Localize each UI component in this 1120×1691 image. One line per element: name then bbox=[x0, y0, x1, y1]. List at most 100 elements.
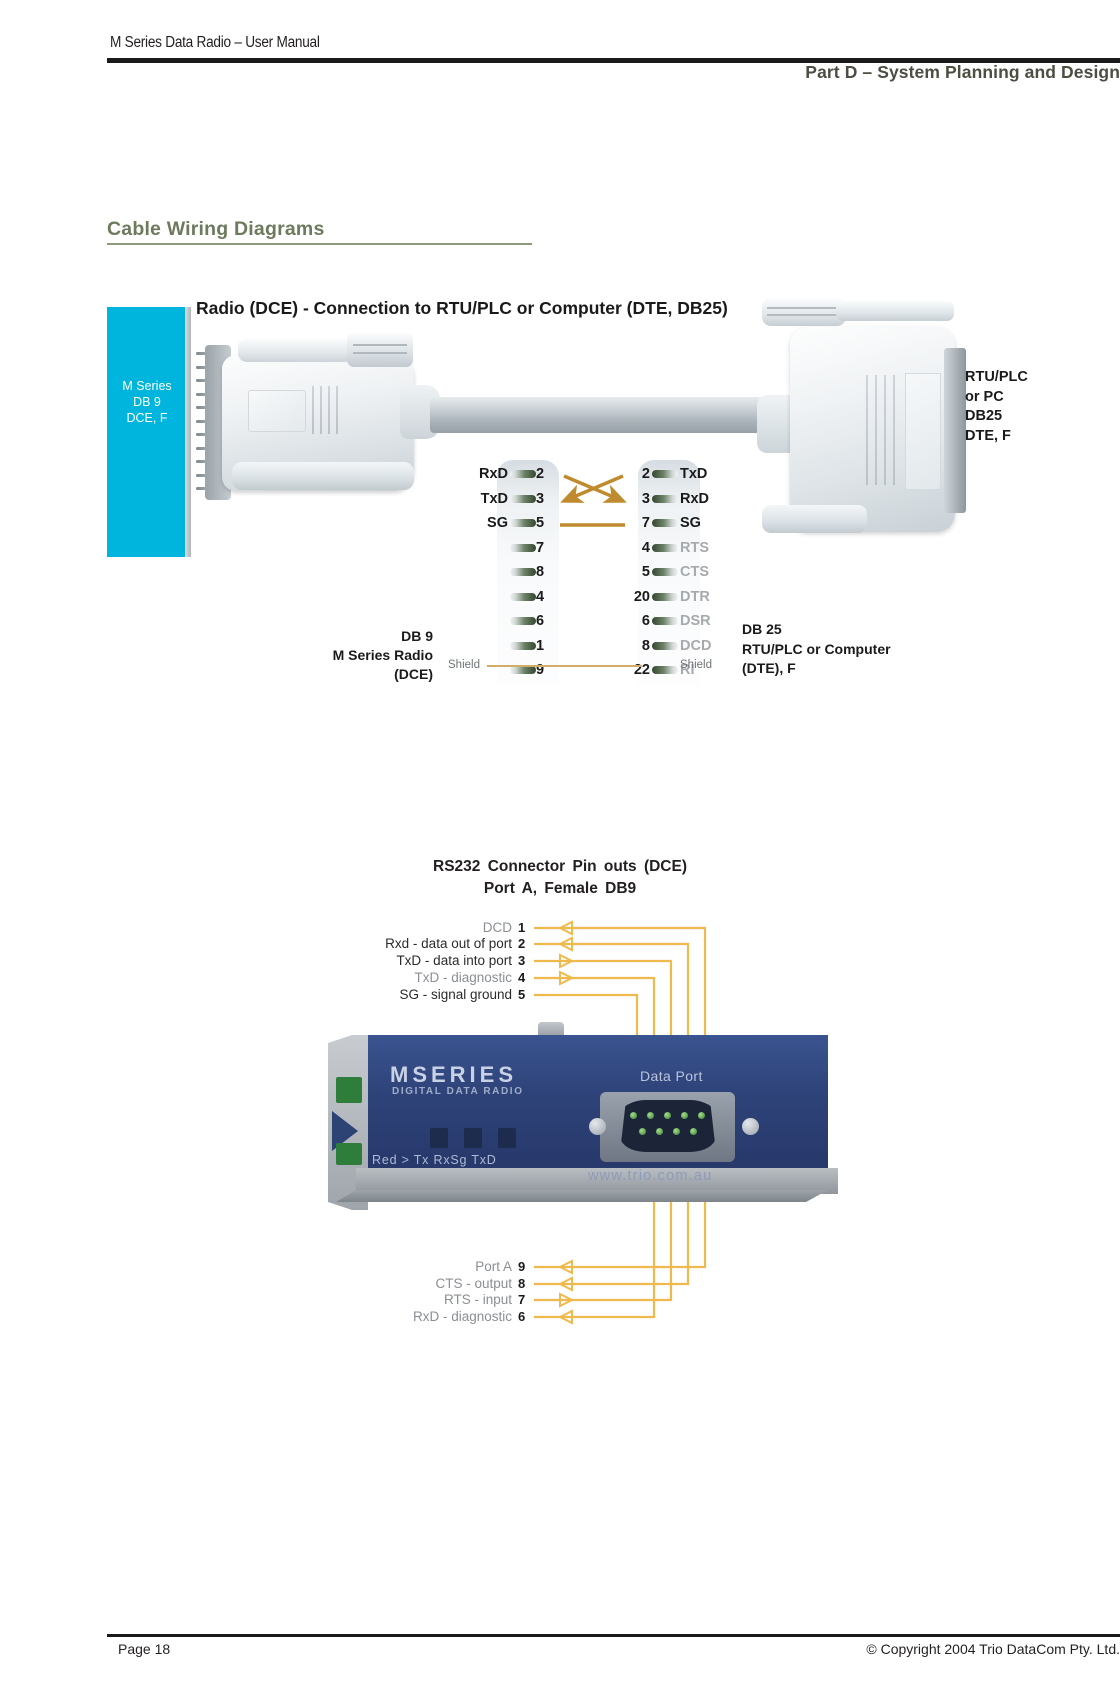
leader-arrow bbox=[557, 936, 573, 952]
diagram1-title: Radio (DCE) - Connection to RTU/PLC or C… bbox=[196, 298, 728, 318]
db9-pin-dot bbox=[639, 1128, 646, 1135]
pin-label-right: RI bbox=[680, 662, 695, 678]
panel-label-line-2: DB 9 bbox=[133, 395, 161, 409]
part-title: Part D – System Planning and Design bbox=[805, 62, 1120, 82]
caption-right-line-1: DB 25 bbox=[742, 621, 782, 637]
pin-label-right: RTS bbox=[680, 539, 709, 556]
db9-port-screw-left bbox=[589, 1118, 606, 1135]
crossover-wires bbox=[560, 474, 627, 527]
copyright-notice: © Copyright 2004 Trio DataCom Pty. Ltd. bbox=[866, 1641, 1120, 1657]
radio-green-terminal-bottom bbox=[336, 1143, 362, 1165]
db9-pin-dot bbox=[698, 1112, 705, 1119]
pin-socket-left bbox=[510, 641, 536, 650]
cable-wiring-diagram-db9-db25: Radio (DCE) - Connection to RTU/PLC or C… bbox=[0, 0, 1120, 720]
pin-number-left: 3 bbox=[536, 490, 545, 507]
shield-wire bbox=[487, 665, 642, 667]
pin-socket-left bbox=[510, 617, 536, 625]
right-device-line-1: RTU/PLC bbox=[965, 369, 1028, 385]
right-device-line-3: DB25 bbox=[965, 408, 1003, 424]
radio-green-terminal-top bbox=[336, 1077, 362, 1103]
db9-pin-dot bbox=[656, 1128, 663, 1135]
pin-socket-left bbox=[510, 494, 536, 503]
radio-brand-text: MSERIES bbox=[390, 1062, 518, 1087]
pin-label-right: DTR bbox=[680, 588, 710, 605]
caption-right-line-3: (DTE), F bbox=[742, 660, 796, 676]
pinout-label: CTS - output bbox=[435, 1276, 512, 1291]
pin-socket-left bbox=[510, 592, 536, 601]
pin-label-right: RxD bbox=[680, 490, 710, 507]
pinout-label: DCD bbox=[482, 920, 512, 935]
db9-pin-dot bbox=[690, 1128, 697, 1135]
db9-port-screw-right bbox=[742, 1118, 759, 1135]
pin-socket-right bbox=[652, 470, 678, 478]
db9-pin-dot bbox=[647, 1112, 654, 1119]
leader-arrow bbox=[557, 1309, 573, 1325]
m-series-radio-art bbox=[328, 1035, 838, 1210]
pin-number-left: 7 bbox=[536, 539, 545, 556]
pin-number-right: 6 bbox=[641, 613, 650, 629]
pin-number-right: 20 bbox=[633, 588, 650, 605]
db9-lower-barrel-art bbox=[232, 462, 414, 490]
pinout-pin-number: 4 bbox=[518, 970, 526, 985]
pin-label-right: TxD bbox=[680, 466, 708, 482]
db25-thumbscrew-bottom-art bbox=[762, 505, 867, 533]
pin-label-left: TxD bbox=[480, 490, 508, 507]
radio-url-text: www.trio.com.au bbox=[588, 1168, 713, 1184]
pinout-pin-number: 7 bbox=[518, 1292, 526, 1307]
pin-row: RxD 2 2 TxD bbox=[440, 463, 760, 485]
pin-socket-right bbox=[652, 543, 678, 552]
pin-socket-left bbox=[510, 666, 536, 674]
diagram1-caption-left: DB 9 M Series Radio (DCE) bbox=[300, 627, 433, 684]
pin-number-left: 1 bbox=[536, 637, 545, 654]
pin-socket-right bbox=[652, 568, 678, 576]
pinout-label: Port A bbox=[475, 1259, 512, 1274]
db9-pin-dot bbox=[681, 1112, 688, 1119]
pin-number-right: 2 bbox=[641, 466, 650, 482]
pin-number-right: 5 bbox=[641, 564, 650, 580]
pin-number-left: 5 bbox=[536, 515, 545, 531]
pin-label-right: SG bbox=[680, 515, 701, 531]
pinout-pin-number: 6 bbox=[518, 1309, 526, 1324]
footer-rule bbox=[107, 1634, 1120, 1637]
pin-socket-left bbox=[510, 519, 536, 527]
db25-face-art bbox=[944, 348, 966, 513]
radio-panel-block bbox=[107, 307, 187, 557]
db9-pin-dot bbox=[664, 1112, 671, 1119]
db25-screw-bar-art bbox=[836, 301, 954, 321]
pin-label-left: RxD bbox=[478, 466, 508, 482]
caption-left-line-1: DB 9 bbox=[401, 628, 433, 644]
pinout-label: SG - signal ground bbox=[399, 987, 512, 1002]
radio-body bbox=[356, 1035, 828, 1172]
leader-arrow bbox=[557, 1276, 573, 1292]
caption-left-line-3: (DCE) bbox=[394, 666, 433, 682]
manual-running-title: M Series Data Radio – User Manual bbox=[110, 34, 320, 51]
radio-panel-label: M Series DB 9 DCE, F bbox=[107, 378, 187, 426]
db9-port-face-art bbox=[620, 1100, 716, 1152]
page-number: Page 18 bbox=[118, 1641, 171, 1657]
pin-number-left: 2 bbox=[536, 466, 545, 482]
pin-socket-right bbox=[652, 592, 678, 601]
radio-antenna-stub-art bbox=[538, 1022, 564, 1036]
diagram2-title: RS232 Connector Pin outs (DCE) Port A, F… bbox=[310, 856, 810, 900]
pinout-pin-number: 5 bbox=[518, 987, 526, 1002]
db9-thumbscrew-art bbox=[347, 333, 413, 367]
radio-led-block-art bbox=[430, 1128, 516, 1150]
pinout-label: Rxd - data out of port bbox=[385, 936, 512, 951]
pin-number-left: 9 bbox=[536, 662, 545, 678]
caption-right-line-2: RTU/PLC or Computer bbox=[742, 640, 891, 657]
pin-number-left: 6 bbox=[536, 613, 545, 629]
db25-window-art bbox=[905, 373, 941, 490]
pin-socket-right bbox=[652, 617, 678, 625]
radio-led-labels: Red > Tx RxSg TxD bbox=[372, 1153, 497, 1167]
pinout-label: TxD - diagnostic bbox=[414, 970, 512, 985]
db9-ribs-art bbox=[312, 386, 346, 434]
